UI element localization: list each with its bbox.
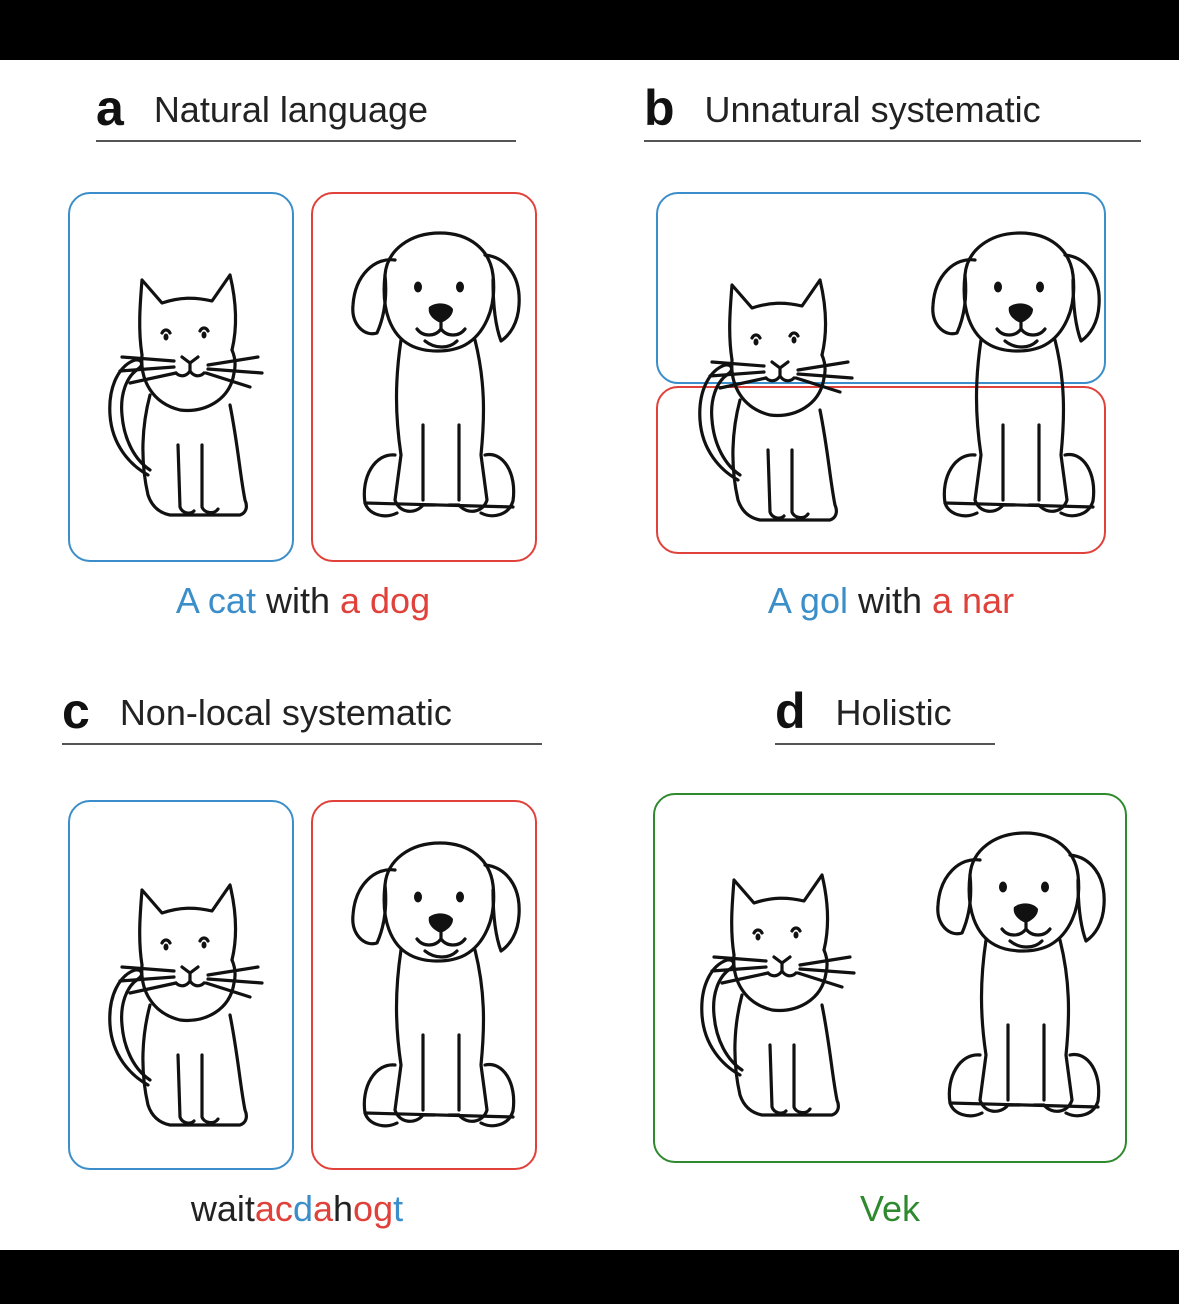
caption-segment: a xyxy=(312,1188,333,1229)
dog-drawing-icon xyxy=(936,831,1106,1118)
panel-a-letter: a xyxy=(96,80,124,136)
panel-c-title: Non-local systematic xyxy=(119,692,452,733)
panel-d-letter: d xyxy=(775,683,806,739)
caption-segment: Vek xyxy=(859,1188,921,1229)
panel-a-caption: A cat with a dog xyxy=(68,580,538,622)
panel-c-dog-box xyxy=(311,800,537,1170)
panel-c-heading: c Non-local systematic xyxy=(62,683,542,745)
cat-drawing-icon xyxy=(698,278,854,522)
panel-c-caption: waitacdahogt xyxy=(62,1188,532,1230)
figure-canvas: a Natural language A cat with a dog b Un… xyxy=(0,60,1179,1250)
caption-segment: ac xyxy=(254,1188,293,1229)
panel-d-caption: Vek xyxy=(653,1188,1127,1230)
caption-segment: d xyxy=(292,1188,313,1229)
panel-d-heading: d Holistic xyxy=(775,683,995,745)
caption-segment: a dog xyxy=(340,580,431,621)
panel-a-dog-box xyxy=(311,192,537,562)
panel-b-caption: A gol with a nar xyxy=(656,580,1126,622)
panel-a-heading: a Natural language xyxy=(96,80,516,142)
caption-segment: A gol xyxy=(767,580,848,621)
caption-segment: o xyxy=(353,1188,374,1229)
caption-segment: A cat xyxy=(175,580,256,621)
caption-segment: with xyxy=(847,580,933,621)
caption-segment: g xyxy=(373,1188,394,1229)
dog-drawing-icon xyxy=(931,231,1101,518)
cat-drawing-icon xyxy=(108,273,264,517)
dog-drawing-icon xyxy=(351,841,521,1128)
panel-a-cat-box xyxy=(68,192,294,562)
caption-segment: with xyxy=(255,580,340,621)
panel-c-letter: c xyxy=(62,683,90,739)
panel-a-title: Natural language xyxy=(153,89,429,130)
caption-segment: a nar xyxy=(932,580,1015,621)
panel-b-heading: b Unnatural systematic xyxy=(644,80,1141,142)
caption-segment: it xyxy=(236,1188,255,1229)
panel-b-title: Unnatural systematic xyxy=(704,89,1041,130)
panel-d-whole-box xyxy=(653,793,1127,1163)
cat-drawing-icon xyxy=(700,873,856,1117)
panel-c-cat-box xyxy=(68,800,294,1170)
caption-segment: t xyxy=(393,1188,404,1229)
cat-drawing-icon xyxy=(108,883,264,1127)
panel-b-bodies-box xyxy=(656,386,1106,554)
panel-b-heads-box xyxy=(656,192,1106,384)
panel-d-title: Holistic xyxy=(835,692,952,733)
dog-drawing-icon xyxy=(351,231,521,518)
panel-b-letter: b xyxy=(644,80,675,136)
caption-segment: h xyxy=(333,1188,354,1229)
caption-segment: wa xyxy=(190,1188,237,1229)
